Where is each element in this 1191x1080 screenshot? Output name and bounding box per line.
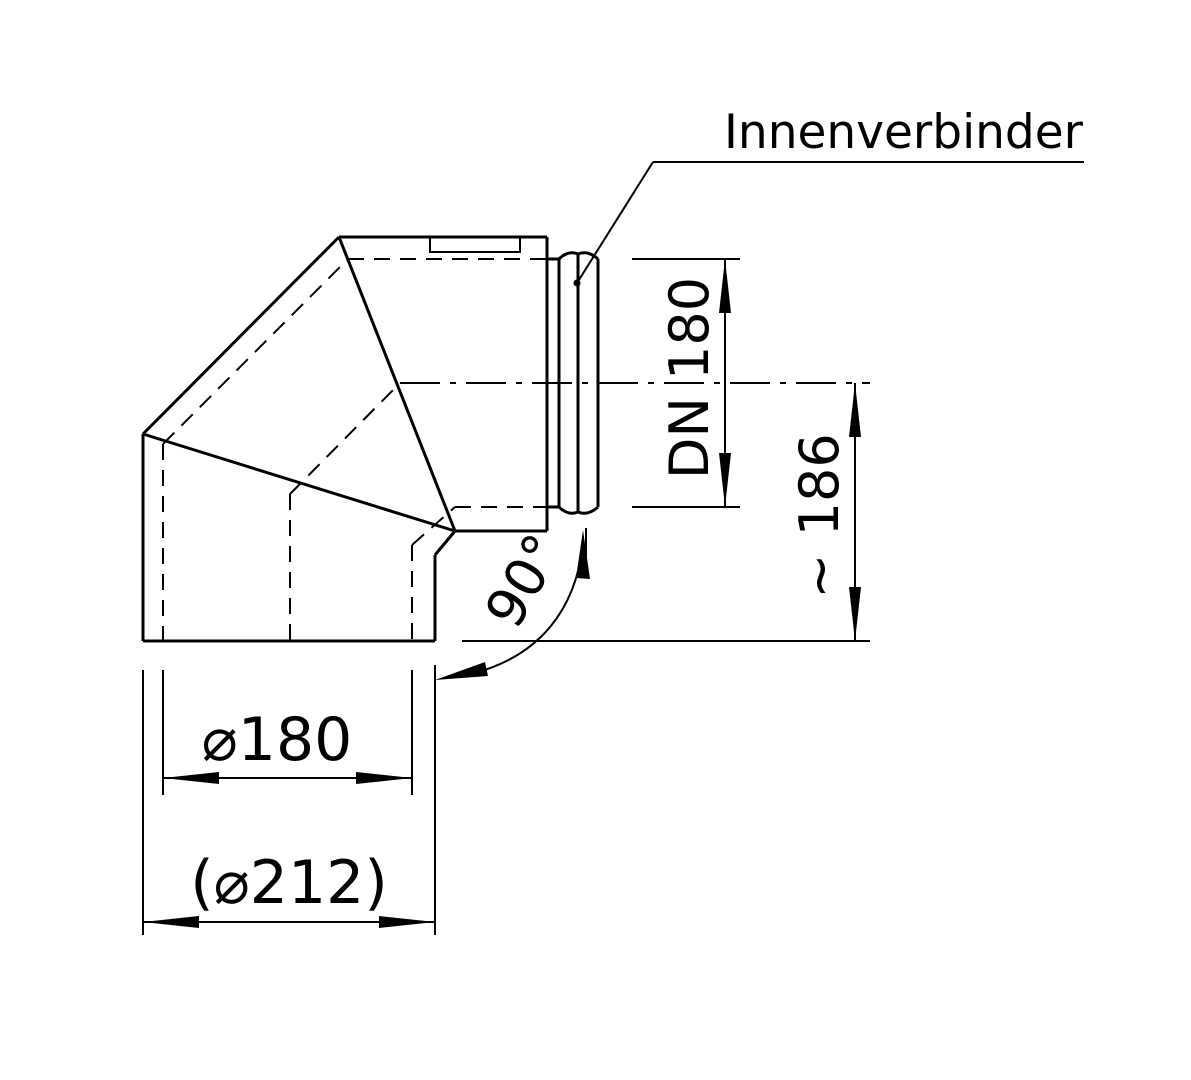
- outer-diameter-label: (⌀212): [190, 848, 387, 918]
- inner-diameter-dimension: [162, 670, 413, 795]
- angle-dimension: [434, 528, 590, 935]
- outer-diameter-dimension: [142, 670, 435, 935]
- elbow-outline: [141, 235, 549, 643]
- angle-label: 90°: [473, 524, 575, 638]
- inner-diameter-label: ⌀180: [202, 705, 353, 775]
- callout-leader: [573, 161, 1084, 287]
- height-dimension: [462, 383, 870, 642]
- hidden-lines: [162, 258, 547, 641]
- height-label: ~ 186: [788, 433, 851, 598]
- dn-dimension: [632, 258, 740, 508]
- nominal-size-label: DN 180: [658, 277, 721, 479]
- callout-label: Innenverbinder: [724, 105, 1084, 160]
- inner-connector: [545, 251, 600, 515]
